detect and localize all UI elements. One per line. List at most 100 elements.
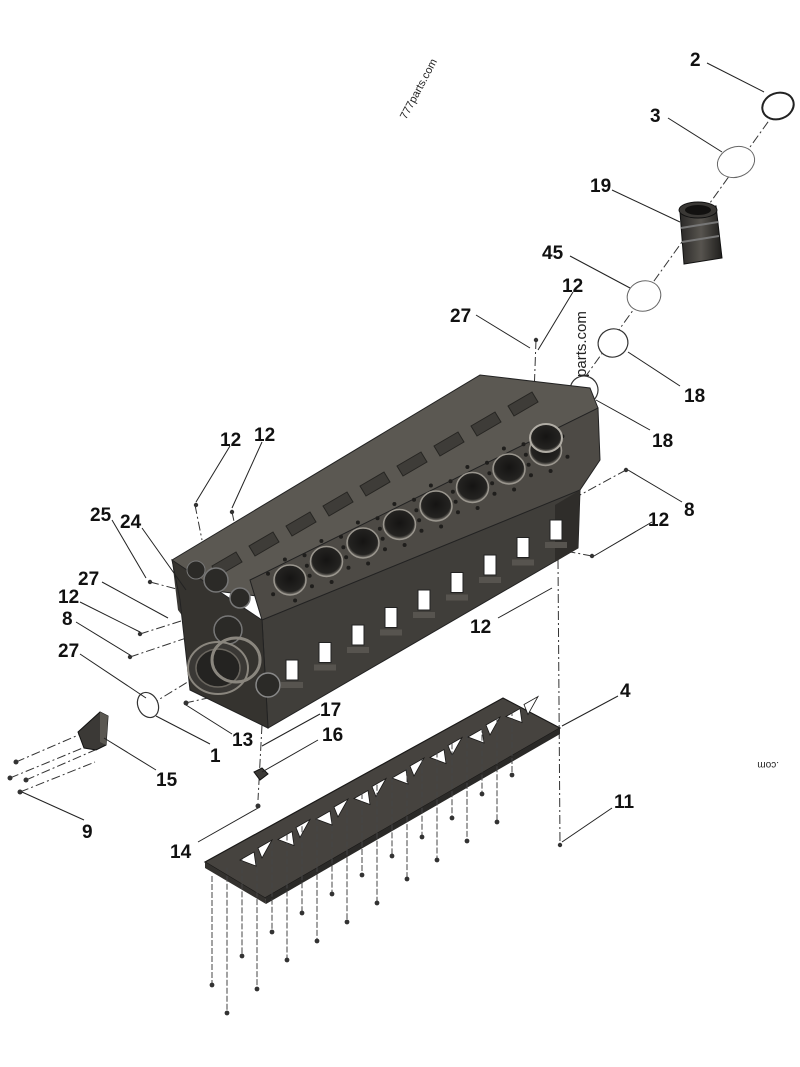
bolt-hole: [307, 573, 312, 578]
bolt-hole: [528, 473, 533, 478]
bearing-cap: [479, 577, 501, 583]
bearing-cap: [314, 664, 336, 671]
bolt-hole: [526, 462, 531, 467]
callout-19: 19: [590, 176, 611, 197]
callout-12-bottom: 12: [470, 617, 491, 638]
bolt-hole: [455, 510, 460, 515]
callout-12-right: 12: [648, 510, 669, 531]
callout-27-left-top: 27: [78, 569, 99, 590]
crankcase-window: [318, 642, 332, 663]
leader-lines: [21, 62, 765, 843]
stud-nut: [329, 891, 335, 897]
deck-rib: [433, 431, 465, 457]
callout-27-left-bottom: 27: [58, 641, 79, 662]
stud-nut: [299, 910, 305, 916]
bolt-hole: [319, 539, 324, 544]
callout-labels: 2 3 19 45 12 27 18 18 12 12 8 25 24 12 2…: [58, 50, 705, 863]
deck-rib: [470, 411, 502, 437]
callout-12-a: 12: [220, 430, 241, 451]
bolt-hole: [448, 479, 453, 484]
bolt-hole: [380, 536, 385, 541]
stud-nut: [449, 815, 455, 821]
callout-1: 1: [210, 746, 221, 767]
stud-nut: [509, 772, 515, 778]
callout-24: 24: [120, 512, 142, 533]
crankcase-window: [516, 537, 530, 558]
cylinder-liner-19: [678, 201, 723, 265]
callout-25: 25: [90, 505, 112, 526]
bracket-15: [77, 711, 109, 751]
deck-rib: [396, 451, 428, 477]
bolt-hole: [487, 471, 492, 476]
callout-8-left: 8: [62, 609, 73, 630]
bolt-hole: [492, 491, 497, 496]
bolt-hole: [512, 487, 517, 492]
lattice-cutout: [295, 818, 312, 839]
deck-rib: [285, 511, 317, 537]
stud-nut: [224, 1010, 230, 1016]
crankcase-window: [384, 607, 398, 628]
stud-nut: [209, 982, 215, 988]
plugs-12-8-27: [127, 337, 629, 848]
bolts-9: [7, 759, 29, 795]
stud-nut: [374, 900, 380, 906]
cylinder-bores: [266, 423, 570, 603]
bolt-hole: [355, 520, 360, 525]
bolt-hole: [419, 528, 424, 533]
cylinder-bore: [492, 453, 526, 485]
bolt-hole: [346, 565, 351, 570]
plug-14: [255, 803, 261, 809]
bearing-cap: [512, 559, 534, 566]
lattice-cutout: [333, 797, 350, 818]
bolt-hole: [417, 518, 422, 523]
plug-13: [183, 700, 189, 706]
crankcase-window: [450, 572, 464, 593]
deck-rib: [248, 531, 280, 557]
stud-nut: [254, 986, 260, 992]
lattice-cutout: [277, 830, 295, 847]
cylinder-bore: [382, 508, 417, 541]
o-ring-18-upper: [597, 328, 629, 358]
bolt-hole: [293, 598, 298, 603]
callout-16: 16: [322, 725, 343, 746]
lattice-cutout: [315, 810, 333, 826]
bolt-hole: [465, 465, 470, 470]
bolt-hole: [414, 508, 419, 513]
stud-nut: [359, 872, 365, 878]
lattice-cutout: [505, 707, 523, 724]
stud-nut: [479, 791, 485, 797]
cylinder-bore: [455, 471, 490, 504]
watermark-top: 777parts.com: [398, 57, 440, 121]
stud-nut: [314, 938, 320, 944]
bolt-hole: [339, 534, 344, 539]
stud-nut: [494, 819, 500, 825]
crankcase-windows: [281, 519, 567, 688]
callout-2: 2: [690, 50, 701, 71]
callout-3: 3: [650, 106, 661, 127]
bearing-cap: [347, 647, 369, 653]
bearing-cap: [413, 612, 435, 618]
bearing-cap: [380, 629, 402, 636]
o-ring-3: [716, 145, 756, 179]
callout-18-upper: 18: [684, 386, 705, 407]
stud-nut: [239, 953, 245, 959]
bolt-hole: [366, 561, 371, 566]
crankcase-window: [351, 624, 365, 646]
bearing-cap: [545, 542, 567, 548]
stud-nut: [464, 838, 470, 844]
cylinder-bore: [346, 527, 380, 559]
crankcase-window: [417, 589, 431, 611]
callout-14: 14: [170, 842, 192, 863]
bolt-hole: [304, 563, 309, 568]
lattice-cutout: [409, 756, 426, 777]
bolt-hole: [439, 524, 444, 529]
crankcase-window: [483, 554, 497, 576]
bolt-hole: [302, 553, 307, 558]
bedplate-bolts: [209, 710, 515, 1016]
bolt-hole: [402, 542, 407, 547]
lattice-cutout: [467, 728, 485, 744]
bolt-hole: [341, 545, 346, 550]
callout-11: 11: [614, 792, 635, 813]
lattice-cutout: [523, 695, 540, 716]
bolt-hole: [428, 483, 433, 488]
